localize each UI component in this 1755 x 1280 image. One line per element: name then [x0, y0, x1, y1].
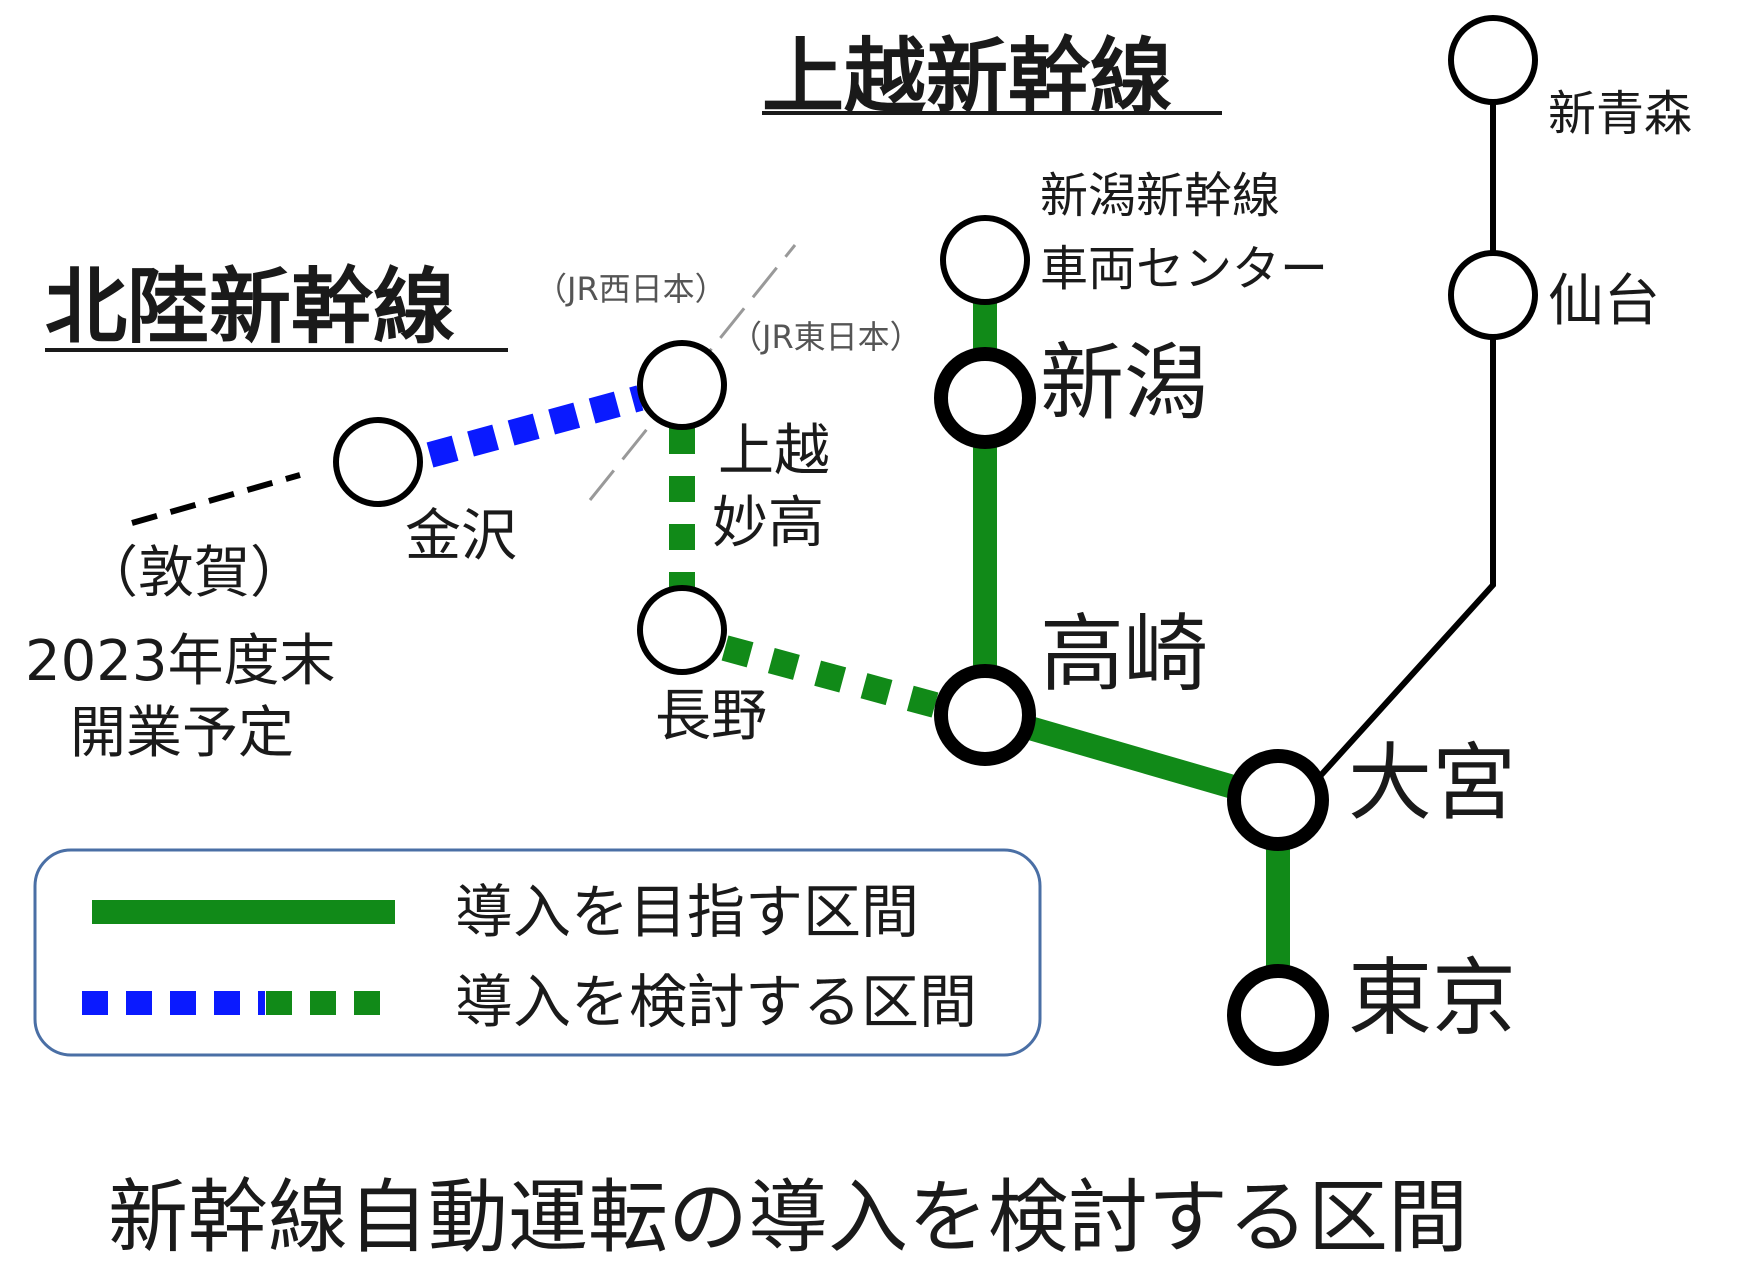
station-kanazawa-marker	[333, 417, 423, 507]
hokuriku-green-dotted-segment-2	[721, 635, 939, 718]
label-niigata-depot-1: 新潟新幹線	[1040, 168, 1280, 224]
tohoku-line	[1300, 60, 1496, 798]
diagram-caption: 新幹線自動運転の導入を検討する区間	[108, 1171, 1468, 1264]
label-niigata: 新潟	[1040, 334, 1208, 432]
legend-solid-label: 導入を目指す区間	[455, 878, 919, 946]
station-shin-aomori-marker	[1448, 15, 1538, 105]
station-niigata-depot-marker	[940, 215, 1030, 305]
label-jr-east: （JR東日本）	[730, 318, 922, 356]
label-omiya: 大宮	[1348, 734, 1516, 832]
station-omiya-marker	[1227, 749, 1329, 851]
label-shin-aomori: 新青森	[1548, 86, 1692, 142]
station-joetsu-myoko-marker	[637, 340, 727, 430]
hokuriku-blue-dotted-segment	[426, 385, 644, 468]
label-joetsu-myoko-2: 妙高	[712, 491, 824, 556]
label-takasaki: 高崎	[1040, 605, 1208, 703]
tsuruga-note-line-1: 2023年度末	[25, 629, 336, 694]
label-sendai: 仙台	[1548, 269, 1660, 334]
hokuriku-line-title: 北陸新幹線	[45, 260, 455, 355]
label-nagano: 長野	[655, 684, 767, 749]
label-tokyo: 東京	[1348, 949, 1516, 1047]
station-niigata-marker	[934, 347, 1036, 449]
label-niigata-depot-2: 車両センター	[1040, 241, 1328, 297]
label-tsuruga: （敦賀）	[82, 541, 306, 606]
joetsu-line-title: 上越新幹線	[762, 30, 1172, 125]
label-jr-west: （JR西日本）	[535, 270, 727, 308]
label-joetsu-myoko-1: 上越	[718, 419, 830, 484]
station-takasaki-marker	[934, 664, 1036, 766]
station-sendai-marker	[1448, 250, 1538, 340]
tsuruga-note-line-2: 開業予定	[70, 701, 294, 766]
station-nagano-marker	[637, 585, 727, 675]
station-tokyo-marker	[1227, 964, 1329, 1066]
tsuruga-extension-line	[131, 472, 301, 526]
label-kanazawa: 金沢	[405, 504, 517, 569]
legend-dotted-label: 導入を検討する区間	[455, 968, 977, 1036]
